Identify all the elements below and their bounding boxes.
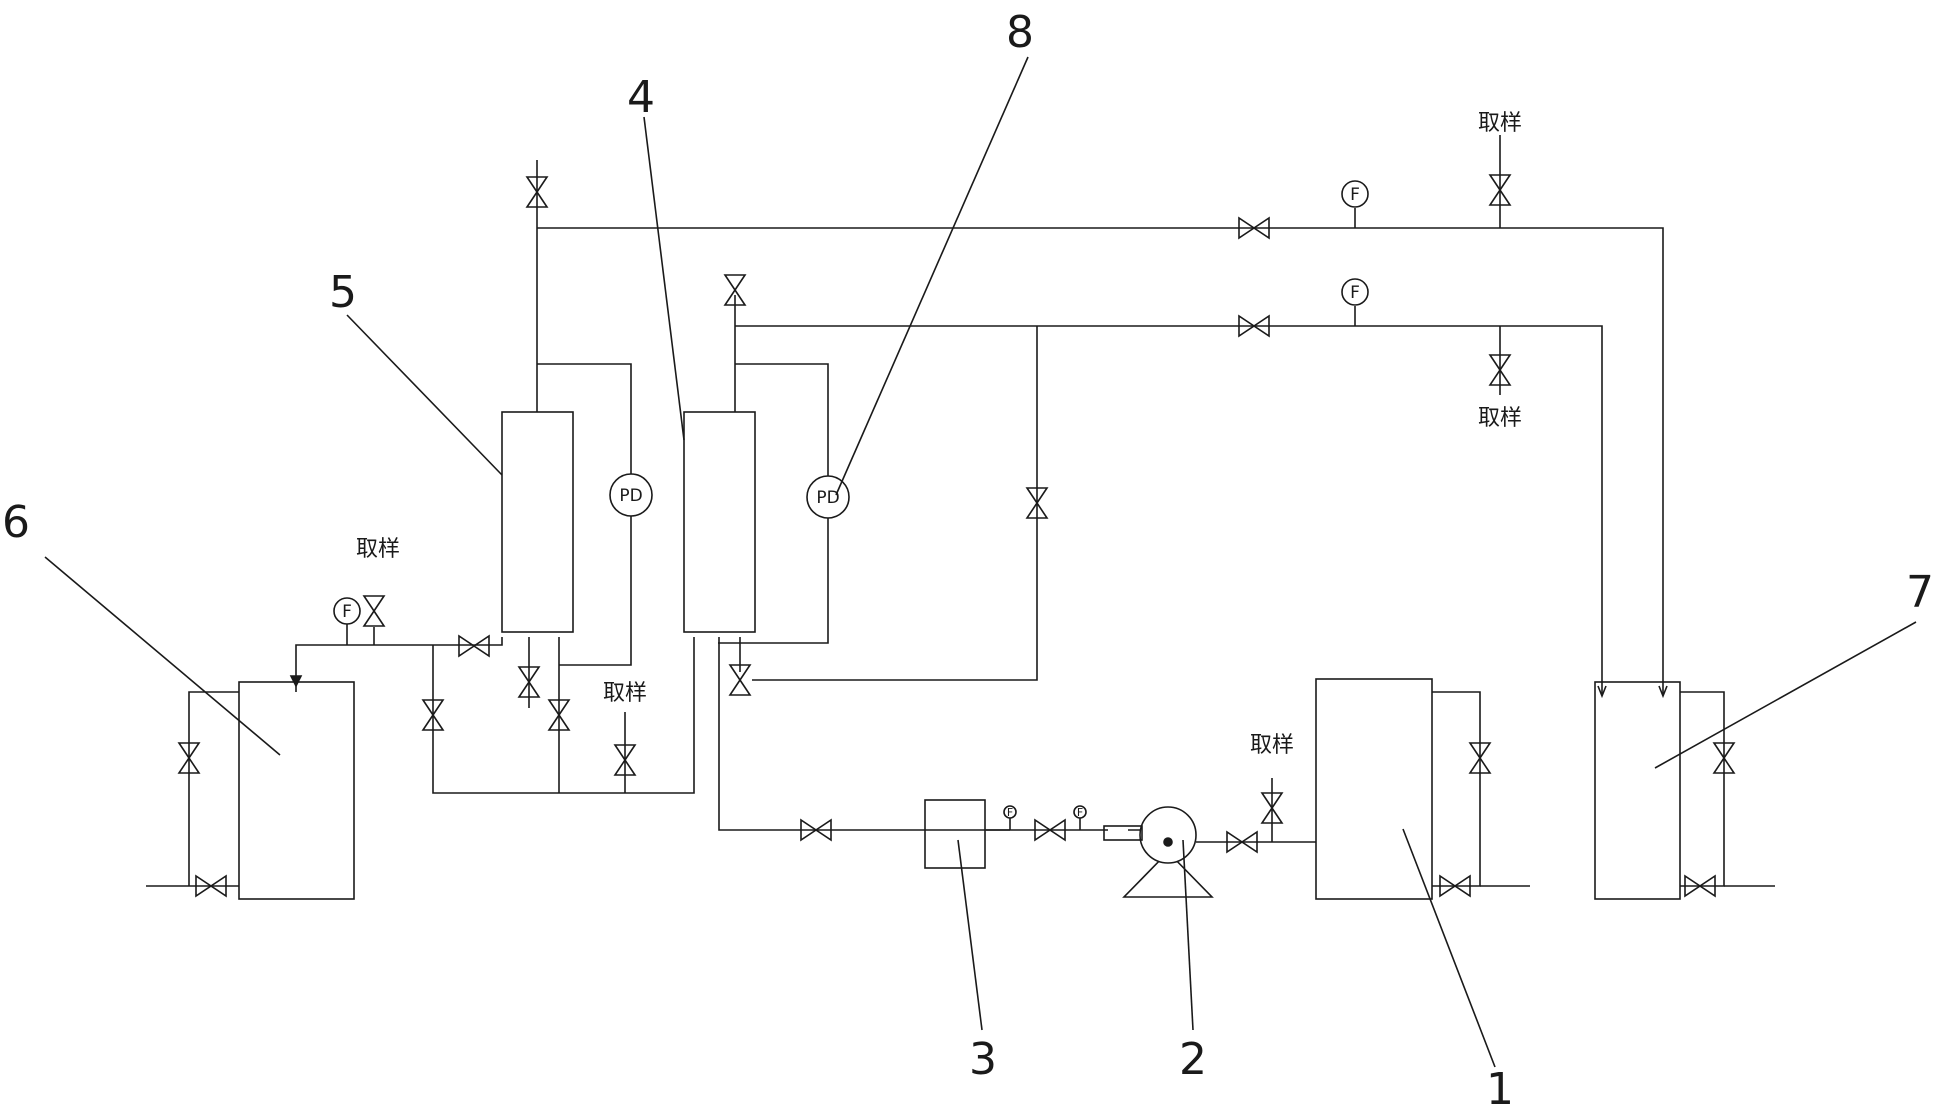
callout-3: 3 [969,1034,997,1085]
svg-text:F: F [342,602,352,622]
svg-text:F: F [1350,185,1360,205]
callout-4: 4 [627,72,655,123]
pd-gauge-column4: PD [806,475,850,519]
unit-3 [924,799,986,869]
sample-labels: 取样 取样 取样 取样 取样 [356,111,1522,758]
pd-gauge-column5: PD [609,473,653,517]
svg-text:PD: PD [619,486,642,506]
sample-label-top: 取样 [1478,111,1522,136]
piping [146,135,1775,887]
column-4 [683,411,756,633]
valve-column5-outlet [458,635,490,657]
valve-tank6-sample [363,595,385,627]
gauges: F F F F F PD PD [342,180,1369,819]
flow-gauge-top: F [1341,180,1369,208]
callout-8: 8 [1006,7,1034,58]
callout-1: 1 [1486,1064,1514,1104]
flow-gauge-tank6: F [342,602,352,622]
valves [178,174,1735,897]
svg-text:F: F [1350,283,1360,303]
tank-6 [238,681,355,900]
callout-5: 5 [329,267,357,318]
svg-text:F: F [1007,806,1013,819]
tank-7 [1594,681,1681,900]
flow-gauge-feed-b: F [1077,806,1083,819]
equipment [238,411,1681,900]
svg-text:F: F [1077,806,1083,819]
sample-label-second: 取样 [1478,406,1522,431]
pump-2 [1103,806,1214,898]
flow-gauge-feed-a: F [1007,806,1013,819]
flow-gauge-second: F [1341,278,1369,306]
column-5 [501,411,574,633]
svg-text:PD: PD [816,488,839,508]
sample-label-column5: 取样 [603,681,647,706]
sample-label-tank1: 取样 [1250,733,1294,758]
callout-7: 7 [1906,567,1934,618]
callout-6: 6 [2,497,30,548]
tank-1 [1315,678,1433,900]
callouts: 5 4 8 6 7 3 2 1 [2,7,1934,1104]
callout-2: 2 [1179,1034,1207,1085]
sample-label-tank6: 取样 [356,537,400,562]
